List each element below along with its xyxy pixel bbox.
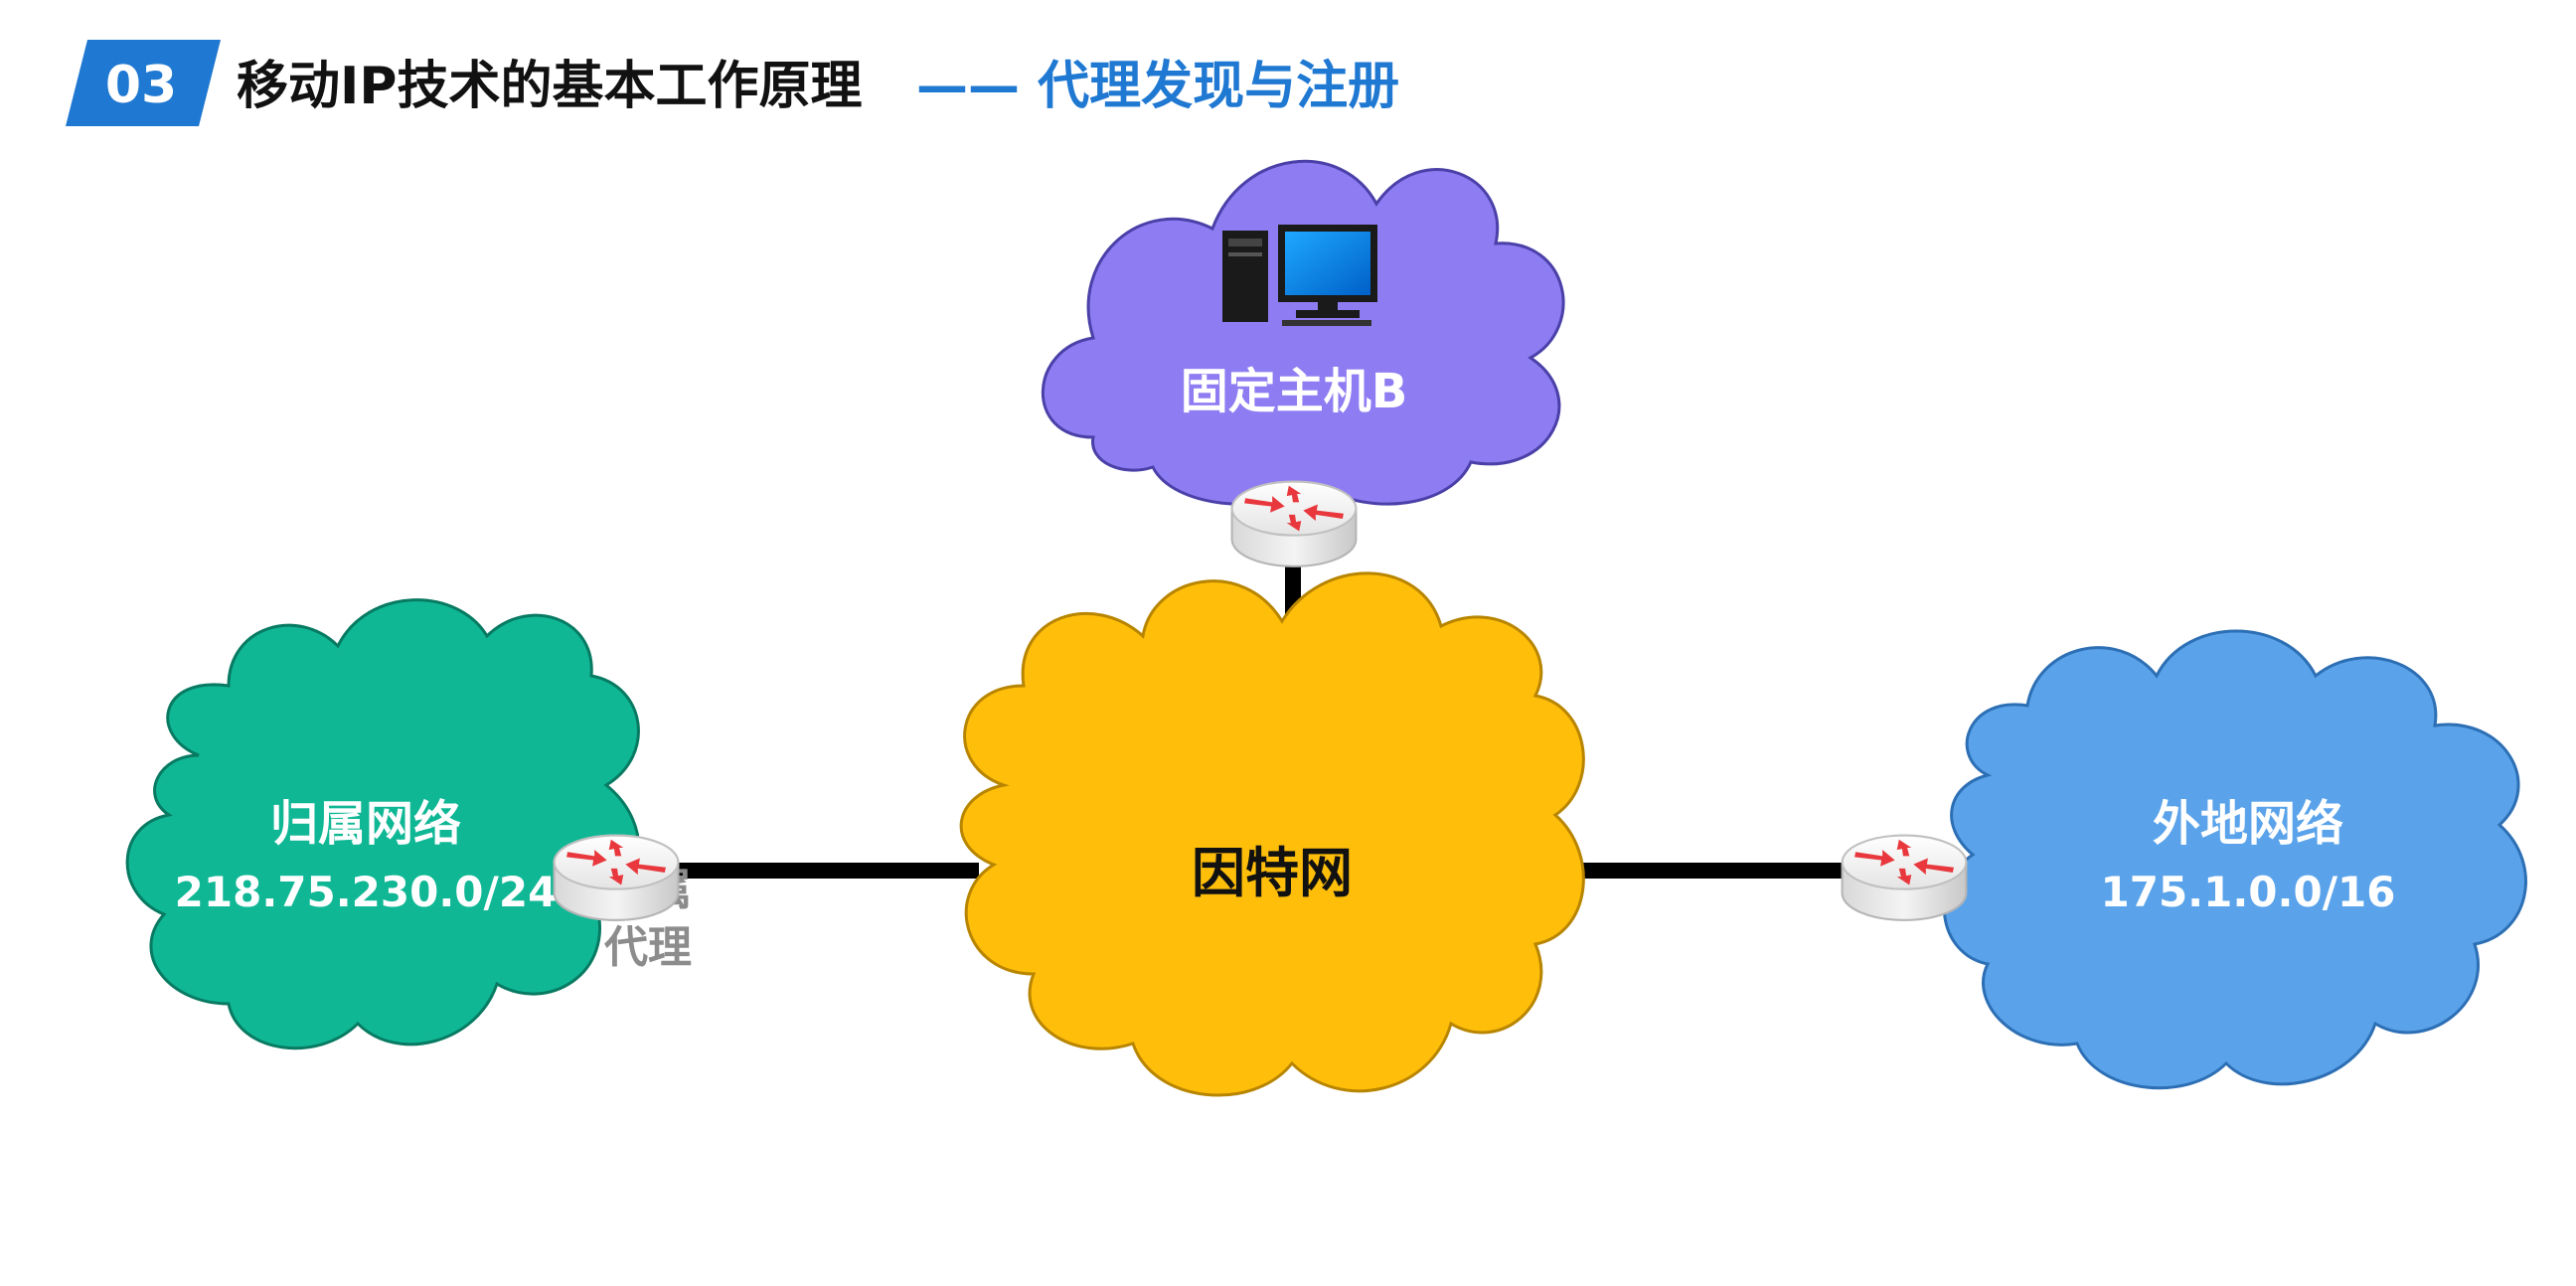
home-network-subnet: 218.75.230.0/24 [175,868,558,916]
home-network-label: 归属网络 [270,796,461,852]
fixed-host-label: 固定主机B [1181,364,1408,419]
router-icon-fixed-host [1230,480,1358,567]
router-icon-foreign-agent [1841,834,1968,921]
router-icon-home-agent-overlay [553,834,680,921]
home-agent-label-line2: 代理 [603,922,692,973]
cloud-internet [959,571,1585,1097]
header: 03 移动IP技术的基本工作原理 —— 代理发现与注册 [66,40,1399,126]
cloud-foreign-network [1942,629,2527,1090]
foreign-network-label: 外地网络 [2153,796,2343,852]
page-subtitle: —— 代理发现与注册 [916,57,1399,116]
internet-label: 因特网 [1192,842,1353,904]
section-number: 03 [105,56,177,115]
foreign-network-subnet: 175.1.0.0/16 [2101,868,2396,916]
section-badge [66,40,221,126]
page-title: 移动IP技术的基本工作原理 [237,57,862,116]
desktop-computer-icon [1222,225,1377,326]
cloud-fixed-host [1041,160,1565,506]
